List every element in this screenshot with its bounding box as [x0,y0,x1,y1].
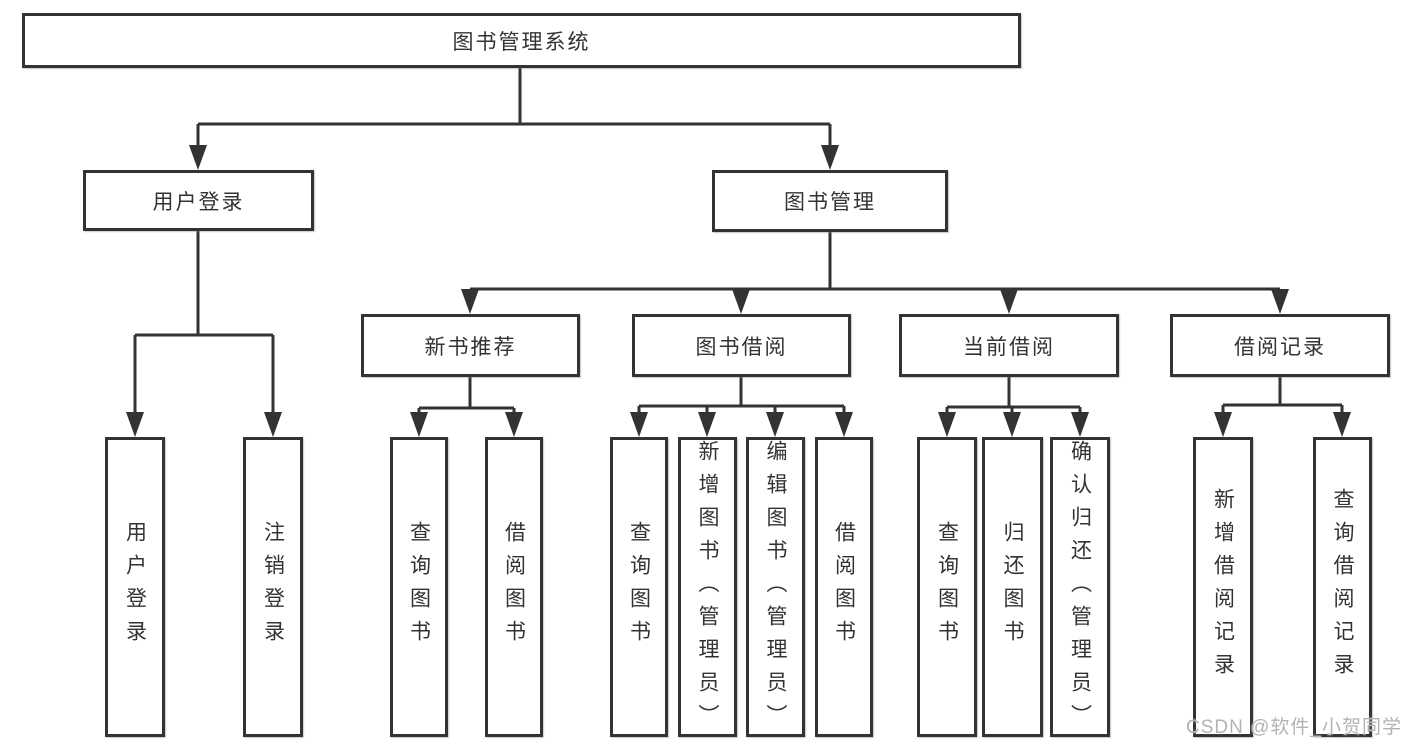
node-book-management: 图书管理 [712,170,948,232]
leaf-query-book-3: 查询图书 [917,437,977,737]
node-label: 查询图书 [627,521,651,653]
arrowhead-icon [732,289,750,314]
arrowhead-icon [264,412,282,437]
leaf-add-borrow-record: 新增借阅记录 [1193,437,1253,737]
leaf-query-book-2: 查询图书 [610,437,668,737]
arrowhead-icon [766,412,784,437]
node-borrow-records: 借阅记录 [1170,314,1390,377]
leaf-user-login: 用户登录 [105,437,165,737]
node-label: 归还图书 [1001,521,1024,653]
node-label: 新增借阅记录 [1211,488,1235,686]
leaf-return-book: 归还图书 [982,437,1043,737]
arrowhead-icon [835,412,853,437]
arrowhead-icon [410,412,428,437]
node-label: 查询借阅记录 [1331,488,1354,686]
node-current-borrowing: 当前借阅 [899,314,1119,377]
arrowhead-icon [630,412,648,437]
arrowhead-icon [821,145,839,170]
leaf-edit-book-admin: 编辑图书（管理员） [746,437,805,737]
arrowhead-icon [938,412,956,437]
arrowhead-icon [1071,412,1089,437]
arrowhead-icon [1003,412,1021,437]
arrowhead-icon [1000,289,1018,314]
node-label: 图书借阅 [695,335,788,359]
arrowhead-icon [126,412,144,437]
leaf-confirm-return-admin: 确认归还（管理员） [1050,437,1110,737]
leaf-query-book-1: 查询图书 [390,437,448,737]
leaf-borrow-book-1: 借阅图书 [485,437,543,737]
node-label: 借阅记录 [1234,335,1326,359]
leaf-logout: 注销登录 [243,437,303,737]
node-book-borrowing: 图书借阅 [632,314,851,377]
node-label: 图书管理 [784,191,876,214]
arrowhead-icon [1271,289,1289,314]
node-label: 当前借阅 [963,335,1055,359]
node-label: 新书推荐 [424,335,517,359]
node-label: 查询图书 [935,521,959,653]
node-label: 注销登录 [261,521,285,653]
node-label: 新增图书（管理员） [696,440,719,737]
leaf-query-borrow-record: 查询借阅记录 [1313,437,1372,737]
arrowhead-icon [189,145,207,170]
arrowhead-icon [698,412,716,437]
arrowhead-icon [1333,412,1351,437]
arrowhead-icon [1214,412,1232,437]
node-label: 用户登录 [152,190,245,214]
leaf-borrow-book-2: 借阅图书 [815,437,873,737]
arrowhead-icon [505,412,523,437]
node-label: 确认归还（管理员） [1068,440,1092,737]
node-new-book-recommend: 新书推荐 [361,314,580,377]
node-user-login: 用户登录 [83,170,314,231]
node-label: 用户登录 [123,521,147,653]
node-label: 编辑图书（管理员） [764,440,787,737]
arrowhead-icon [461,289,479,314]
node-label: 借阅图书 [502,521,526,653]
node-label: 查询图书 [407,521,431,653]
node-label: 借阅图书 [832,521,856,653]
node-library-system: 图书管理系统 [22,13,1021,68]
node-label: 图书管理系统 [452,30,591,54]
leaf-add-book-admin: 新增图书（管理员） [678,437,737,737]
watermark: CSDN @软件_小贺同学 [1186,717,1402,738]
